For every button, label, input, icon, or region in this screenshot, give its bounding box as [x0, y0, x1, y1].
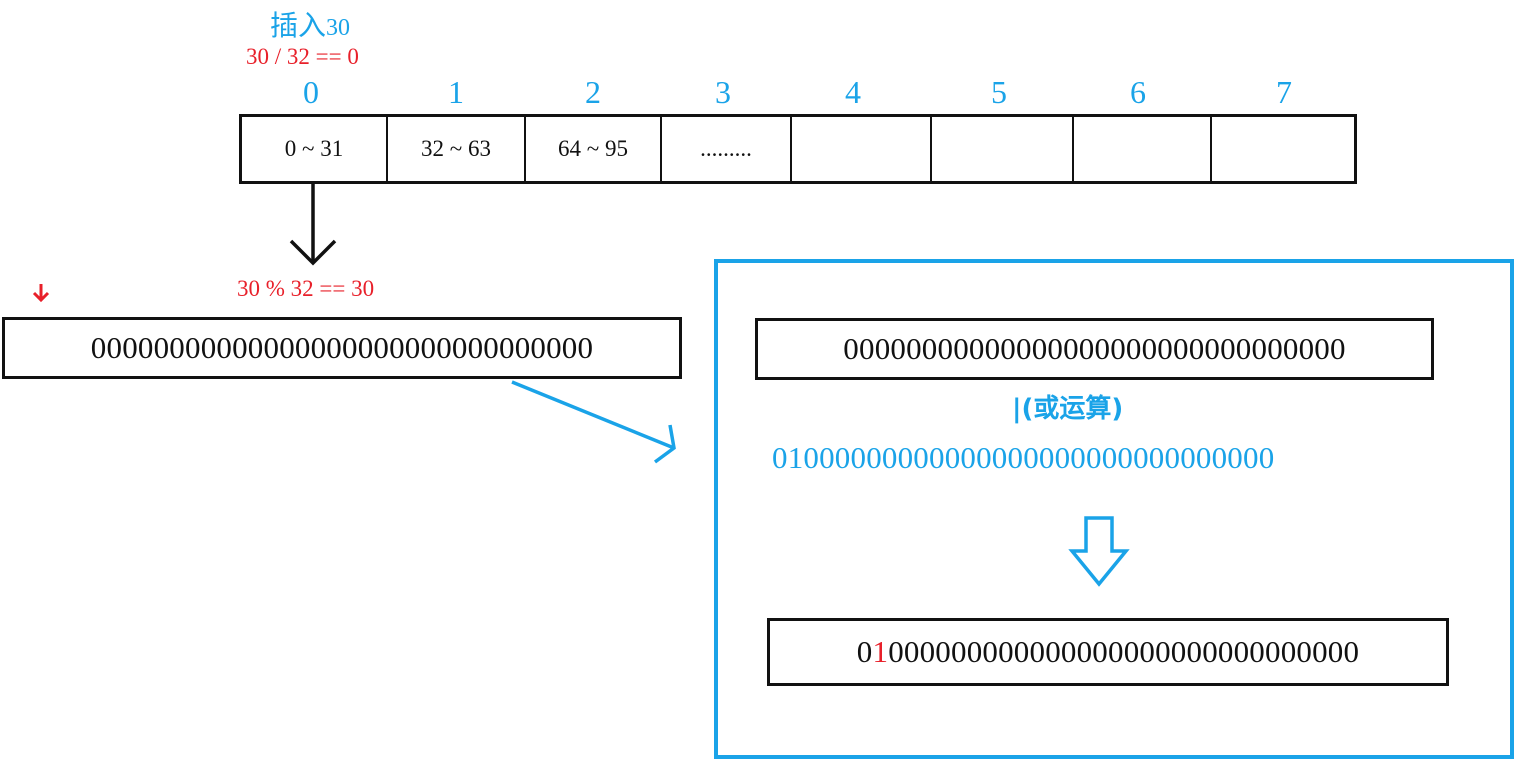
array-cell	[932, 117, 1074, 181]
array-cell: 0 ~ 31	[242, 117, 388, 181]
index-label: 2	[585, 74, 601, 110]
index-label: 3	[715, 74, 731, 110]
result-suffix: 000000000000000000000000000000	[888, 634, 1360, 669]
array-cell	[792, 117, 932, 181]
operation-label: |(或运算)	[1012, 394, 1124, 424]
modulo-expression: 30 % 32 == 30	[237, 276, 375, 301]
result-prefix: 0	[856, 634, 873, 669]
title-number: 30	[326, 15, 351, 41]
index-label: 4	[845, 74, 861, 110]
array-cell: 32 ~ 63	[388, 117, 526, 181]
division-expression: 30 / 32 == 0	[246, 44, 359, 69]
index-label: 0	[303, 74, 319, 110]
or-operation-panel	[714, 259, 1514, 759]
bit-pointer-arrow-icon	[32, 284, 50, 303]
hollow-down-arrow-icon	[1068, 516, 1130, 587]
index-label: 1	[448, 74, 464, 110]
bucket-array: 0 ~ 31 32 ~ 63 64 ~ 95 .........	[239, 114, 1357, 184]
result-set-bit: 1	[872, 634, 889, 669]
index-label: 5	[991, 74, 1007, 110]
array-cell	[1074, 117, 1212, 181]
title-prefix: 插入	[270, 9, 327, 42]
diagram-title: 插入30	[270, 4, 350, 44]
array-cell: 64 ~ 95	[526, 117, 662, 181]
array-cell: .........	[662, 117, 792, 181]
array-cell	[1212, 117, 1354, 181]
mask-bits: 01000000000000000000000000000000	[772, 440, 1275, 475]
index-label: 7	[1276, 74, 1292, 110]
down-arrow-icon	[289, 184, 337, 266]
blue-diagonal-arrow-icon	[511, 380, 676, 464]
bit-row-original: 00000000000000000000000000000000	[2, 317, 682, 379]
index-label: 6	[1130, 74, 1146, 110]
bit-row-operand: 00000000000000000000000000000000	[755, 318, 1434, 380]
